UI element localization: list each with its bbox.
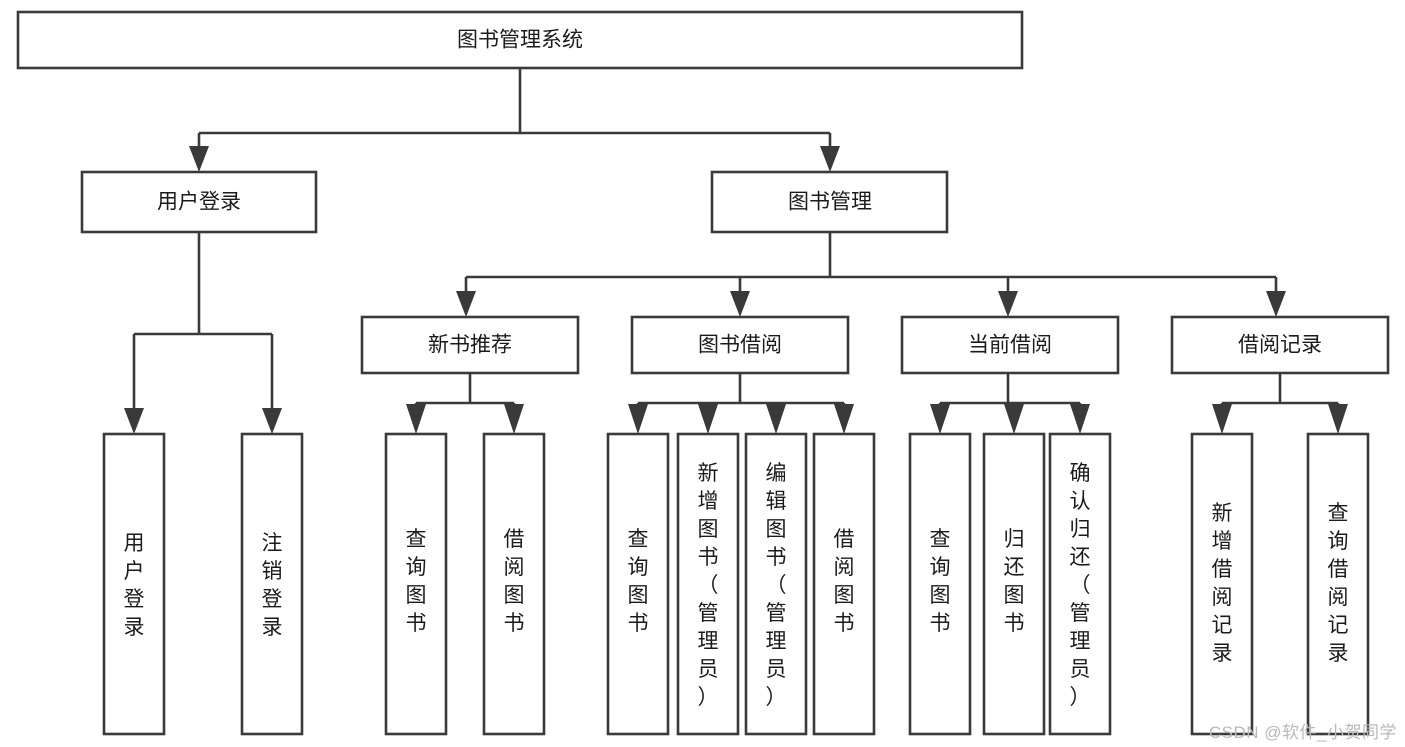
node-leaf-add-borrow-record[interactable]: 新增借阅记录	[1190, 432, 1254, 736]
connector-user-login-to-leaves	[124, 232, 282, 434]
arrow-head-leaf-edit-book-admin	[766, 404, 786, 434]
connector-borrow-records-to-leaves	[1212, 373, 1348, 434]
arrow-head-user-login	[189, 146, 209, 172]
node-borrow-records[interactable]: 借阅记录	[1170, 315, 1390, 375]
node-leaf-edit-book-admin-box[interactable]	[744, 432, 808, 736]
node-leaf-confirm-return-admin[interactable]: 确认归还（管理员）	[1048, 432, 1112, 736]
node-leaf-query-book-new[interactable]: 查询图书	[384, 432, 448, 736]
node-user-login-label: 用户登录	[157, 191, 241, 214]
node-user-login[interactable]: 用户登录	[80, 170, 318, 234]
node-leaf-add-borrow-record-box[interactable]	[1190, 432, 1254, 736]
arrow-head-current-borrow	[998, 291, 1018, 317]
node-leaf-logout-label: 注销登录	[262, 532, 283, 639]
node-leaf-confirm-return-admin-label: 确认归还（管理员）	[1070, 462, 1091, 709]
node-leaf-logout[interactable]: 注销登录	[240, 432, 304, 736]
node-leaf-borrow-book-new[interactable]: 借阅图书	[482, 432, 546, 736]
arrow-head-book-management	[820, 146, 840, 172]
node-leaf-query-book-current-box[interactable]	[908, 432, 972, 736]
node-leaf-confirm-return-admin-box[interactable]	[1048, 432, 1112, 736]
node-current-borrow-box[interactable]	[900, 315, 1120, 375]
arrow-head-leaf-query-book-new	[406, 404, 426, 434]
node-current-borrow-label: 当前借阅	[968, 334, 1052, 357]
node-leaf-query-book-current[interactable]: 查询图书	[908, 432, 972, 736]
node-leaf-return-book-box[interactable]	[982, 432, 1046, 736]
arrow-head-leaf-query-book-borrow	[628, 404, 648, 434]
arrow-head-book-borrow	[730, 291, 750, 317]
node-leaf-edit-book-admin-label: 编辑图书（管理员）	[766, 462, 787, 709]
node-leaf-query-book-borrow-box[interactable]	[606, 432, 670, 736]
connector-current-borrow-to-leaves	[930, 373, 1090, 434]
node-leaf-user-login[interactable]: 用户登录	[102, 432, 166, 736]
node-leaf-user-login-label: 用户登录	[124, 532, 145, 639]
node-user-login-box[interactable]	[80, 170, 318, 234]
node-leaf-user-login-box[interactable]	[102, 432, 166, 736]
node-leaf-add-book-admin[interactable]: 新增图书（管理员）	[676, 432, 740, 736]
node-leaf-add-book-admin-box[interactable]	[676, 432, 740, 736]
node-borrow-records-label: 借阅记录	[1238, 334, 1322, 357]
node-root-box[interactable]	[16, 10, 1024, 70]
arrow-head-leaf-add-borrow-record	[1212, 404, 1232, 434]
connector-root-to-level2	[189, 68, 840, 172]
node-new-book-recommend-label: 新书推荐	[428, 334, 512, 357]
node-root-label: 图书管理系统	[457, 29, 583, 52]
node-leaf-query-book-new-box[interactable]	[384, 432, 448, 736]
node-book-borrow[interactable]: 图书借阅	[630, 315, 850, 375]
node-leaf-borrow-book[interactable]: 借阅图书	[812, 432, 876, 736]
node-borrow-records-box[interactable]	[1170, 315, 1390, 375]
node-leaf-query-book-current-label: 查询图书	[930, 528, 951, 635]
node-leaf-borrow-book-new-label: 借阅图书	[504, 528, 525, 635]
node-leaf-borrow-book-label: 借阅图书	[834, 528, 855, 635]
node-leaf-query-borrow-record-box[interactable]	[1306, 432, 1370, 736]
node-leaf-query-book-new-label: 查询图书	[406, 528, 427, 635]
arrow-head-leaf-logout	[262, 408, 282, 434]
node-leaf-edit-book-admin[interactable]: 编辑图书（管理员）	[744, 432, 808, 736]
node-book-borrow-label: 图书借阅	[698, 334, 782, 357]
node-leaf-return-book-label: 归还图书	[1004, 528, 1025, 635]
arrow-head-leaf-add-book-admin	[698, 404, 718, 434]
arrow-head-leaf-return-book	[1004, 404, 1024, 434]
node-leaf-query-borrow-record-label: 查询借阅记录	[1328, 502, 1349, 665]
arrow-head-borrow-records	[1266, 291, 1286, 317]
node-current-borrow[interactable]: 当前借阅	[900, 315, 1120, 375]
node-leaf-logout-box[interactable]	[240, 432, 304, 736]
arrow-head-leaf-borrow-book-new	[504, 404, 524, 434]
node-book-borrow-box[interactable]	[630, 315, 850, 375]
arrow-head-leaf-borrow-book	[834, 404, 854, 434]
arrow-head-leaf-query-borrow-record	[1328, 404, 1348, 434]
node-leaf-borrow-book-new-box[interactable]	[482, 432, 546, 736]
node-leaf-add-book-admin-label: 新增图书（管理员）	[698, 462, 719, 709]
arrow-head-leaf-confirm-return-admin	[1070, 404, 1090, 434]
connector-new-book-to-leaves	[406, 373, 524, 434]
node-leaf-query-book-borrow[interactable]: 查询图书	[606, 432, 670, 736]
node-leaf-add-borrow-record-label: 新增借阅记录	[1212, 502, 1233, 665]
node-root[interactable]: 图书管理系统	[16, 10, 1024, 70]
arrow-head-leaf-query-book-current	[930, 404, 950, 434]
node-leaf-return-book[interactable]: 归还图书	[982, 432, 1046, 736]
arrow-head-leaf-user-login	[124, 408, 144, 434]
node-new-book-recommend[interactable]: 新书推荐	[360, 315, 580, 375]
node-leaf-query-borrow-record[interactable]: 查询借阅记录	[1306, 432, 1370, 736]
node-leaf-query-book-borrow-label: 查询图书	[628, 528, 649, 635]
node-book-management-box[interactable]	[710, 170, 949, 234]
csdn-watermark: CSDN @软件_小贺同学	[1208, 723, 1397, 742]
node-leaf-borrow-book-box[interactable]	[812, 432, 876, 736]
node-book-management-label: 图书管理	[788, 191, 872, 214]
connector-book-management-to-level3	[456, 232, 1286, 317]
node-book-management[interactable]: 图书管理	[710, 170, 949, 234]
arrow-head-new-book-recommend	[456, 291, 476, 317]
connector-book-borrow-to-leaves	[628, 373, 854, 434]
node-new-book-recommend-box[interactable]	[360, 315, 580, 375]
